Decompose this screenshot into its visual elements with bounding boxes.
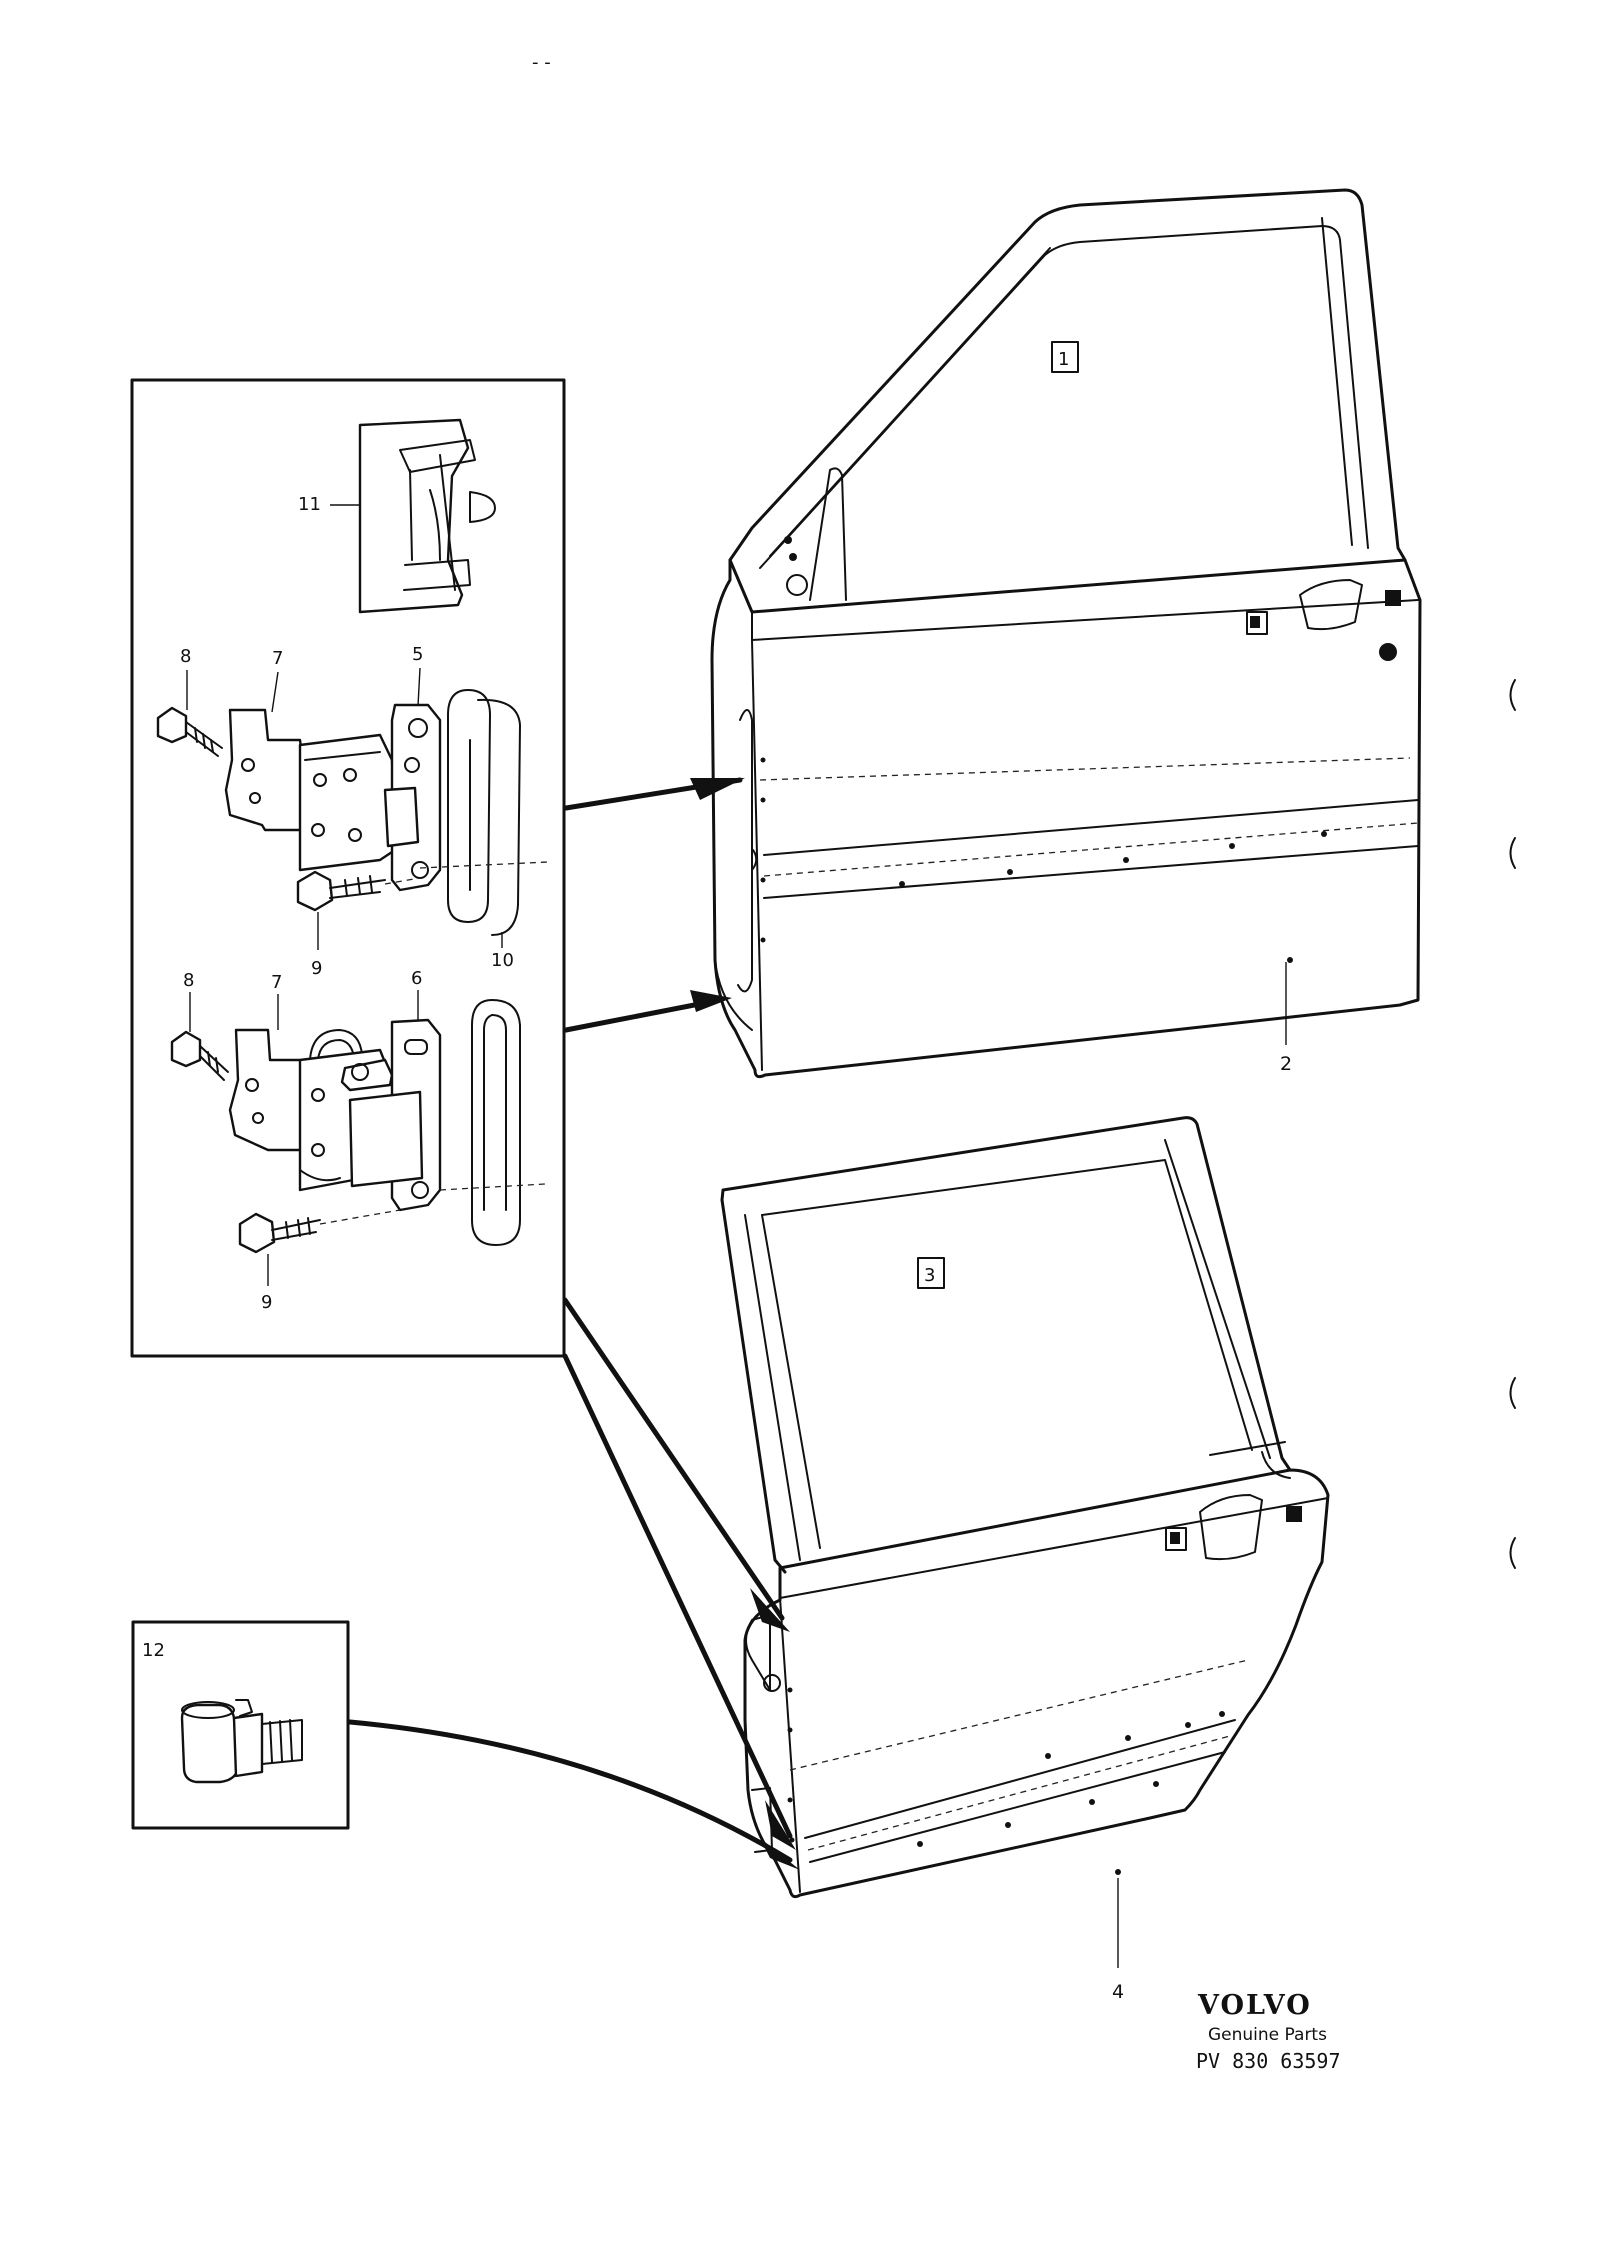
part-12-leader: [347, 1719, 793, 1863]
brand-block: VOLVO Genuine Parts PV 830 63597: [1196, 1990, 1341, 2073]
front-door-arrows: [563, 777, 745, 1033]
leader-5: [417, 667, 421, 707]
callout-1: 1: [1058, 349, 1069, 370]
callout-9-lower: 9: [261, 1292, 272, 1313]
part-number: PV 830 63597: [1196, 2049, 1341, 2073]
brand-subtitle: Genuine Parts: [1208, 2025, 1327, 2045]
brand-name: VOLVO: [1197, 1990, 1312, 2021]
callout-8-lower: 8: [183, 970, 194, 991]
rear-door-arrows: [562, 1297, 796, 1850]
binding-marks: [1509, 679, 1516, 1569]
callout-4: 4: [1112, 1981, 1124, 2003]
part-11-clip: [358, 418, 496, 614]
callout-5: 5: [412, 644, 423, 665]
callout-12: 12: [142, 1640, 165, 1661]
leader-7-upper: [271, 671, 279, 713]
callout-3: 3: [924, 1265, 935, 1286]
rear-door[interactable]: [720, 1116, 1330, 1899]
part-12-pin: [180, 1699, 303, 1784]
lower-hinge: [170, 999, 546, 1254]
front-door[interactable]: [710, 188, 1422, 1079]
hinge-detail-box: [130, 378, 566, 1358]
callout-7-lower: 7: [271, 972, 282, 993]
part-12-box: [131, 1620, 350, 1830]
part-12-arrow: [760, 1838, 800, 1870]
callout-10: 10: [491, 950, 514, 971]
callout-2: 2: [1280, 1053, 1292, 1075]
upper-hinge: [156, 689, 549, 936]
callout-11: 11: [298, 494, 321, 515]
callout-8-upper: 8: [180, 646, 191, 667]
callout-7-upper: 7: [272, 648, 283, 669]
top-mark: - -: [532, 52, 551, 73]
callout-9-upper: 9: [311, 958, 322, 979]
callout-3-box: [917, 1257, 945, 1289]
callout-6: 6: [411, 968, 422, 989]
callout-1-box: [1051, 341, 1079, 373]
